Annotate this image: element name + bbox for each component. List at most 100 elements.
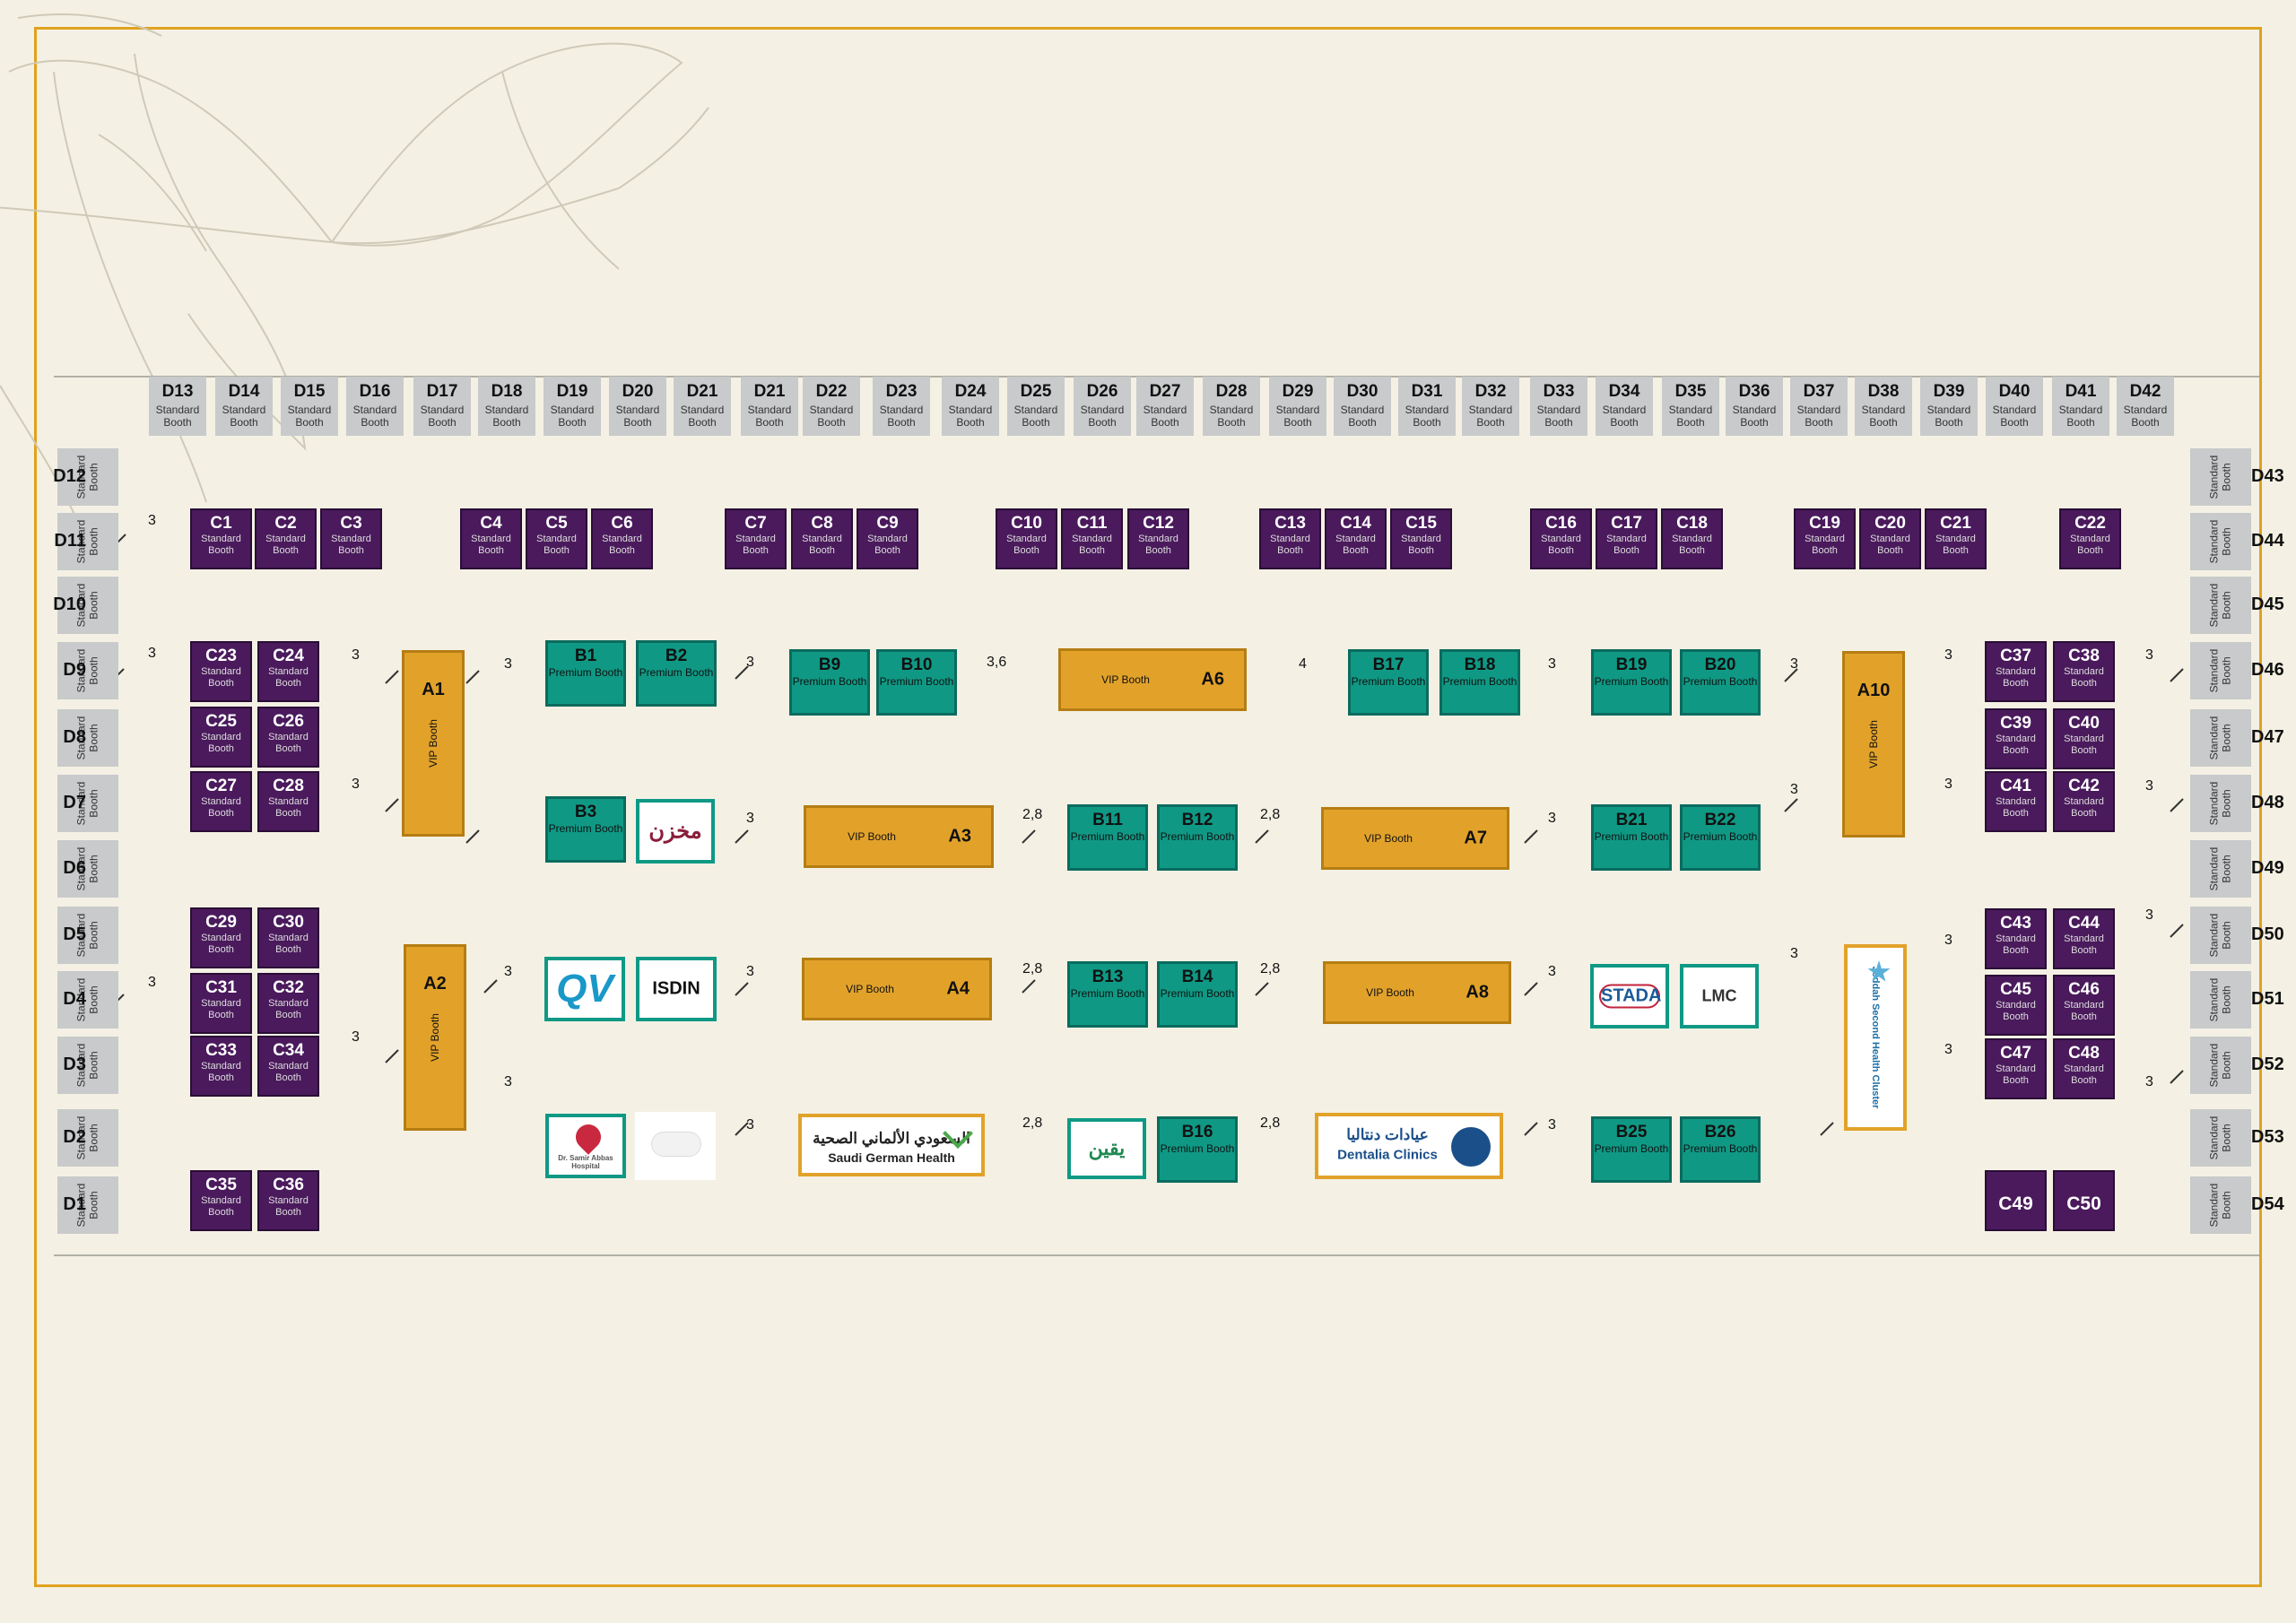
booth-d12[interactable]: Standard Booth <box>57 448 118 506</box>
booth-d54[interactable]: Standard Booth <box>2190 1176 2251 1234</box>
booth-d48[interactable]: Standard Booth <box>2190 775 2251 832</box>
booth-d46[interactable]: Standard Booth <box>2190 642 2251 699</box>
booth-d11[interactable]: Standard Booth <box>57 513 118 570</box>
booth-jeddah-cluster-logo[interactable]: Jeddah Second Health Cluster <box>1844 944 1907 1131</box>
booth-d6[interactable]: Standard Booth <box>57 840 118 898</box>
booth-d4[interactable]: Standard Booth <box>57 971 118 1028</box>
booth-d7[interactable]: Standard Booth <box>57 775 118 832</box>
booth-d44[interactable]: Standard Booth <box>2190 513 2251 570</box>
booth-qv-logo[interactable]: QV <box>544 957 625 1021</box>
booth-d2[interactable]: Standard Booth <box>57 1109 118 1167</box>
booth-sameer-abbas-logo[interactable]: Dr. Samir Abbas Hospital <box>545 1114 626 1178</box>
booth-d10[interactable]: Standard Booth <box>57 577 118 634</box>
booth-c50[interactable]: C50 <box>2053 1170 2115 1231</box>
booth-d47[interactable]: Standard Booth <box>2190 709 2251 767</box>
booth-c49[interactable]: C49 <box>1985 1170 2047 1231</box>
booth-d49[interactable]: Standard Booth <box>2190 840 2251 898</box>
booth-d50[interactable]: Standard Booth <box>2190 907 2251 964</box>
booth-yaqin-logo[interactable]: يقين <box>1067 1118 1146 1179</box>
booth-d43[interactable]: Standard Booth <box>2190 448 2251 506</box>
booth-d52[interactable]: Standard Booth <box>2190 1037 2251 1094</box>
booth-lmc-logo[interactable]: LMC <box>1680 964 1759 1028</box>
booth-d8[interactable]: Standard Booth <box>57 709 118 767</box>
booth-unlabeled-logo[interactable] <box>635 1112 716 1180</box>
booth-d51[interactable]: Standard Booth <box>2190 971 2251 1028</box>
booth-d1[interactable]: Standard Booth <box>57 1176 118 1234</box>
